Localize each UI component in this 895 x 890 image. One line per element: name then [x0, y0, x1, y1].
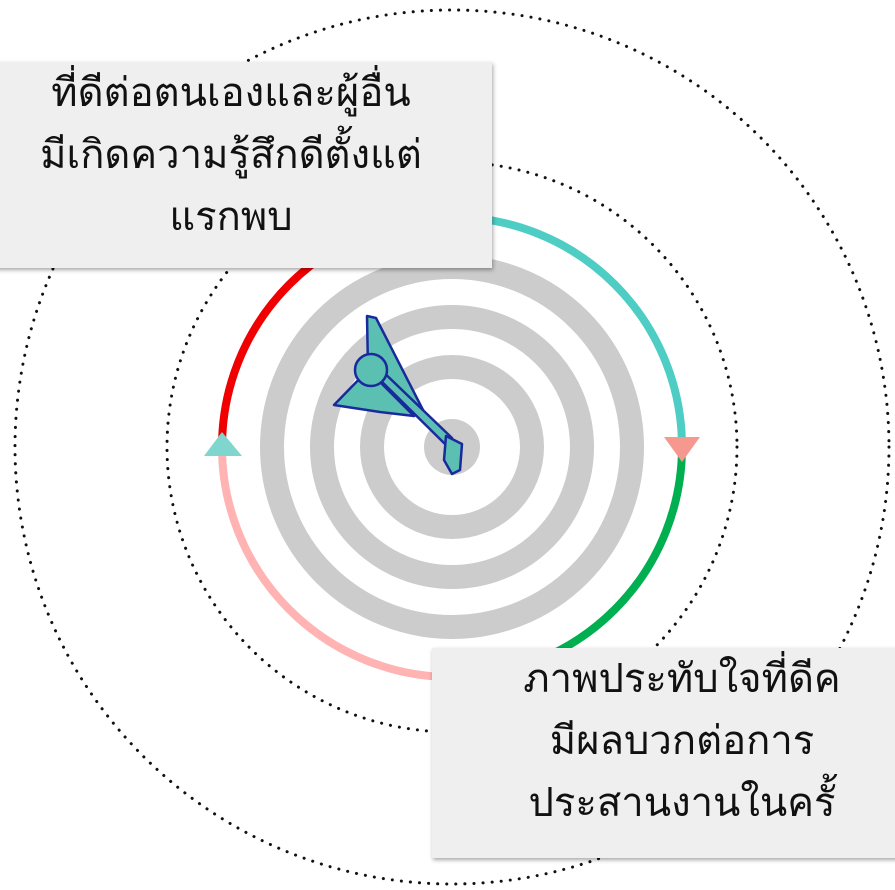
top-label-line-1: ที่ดีต่อตนเองและผู้อื่น: [51, 70, 411, 116]
bottom-label-box: ภาพประทับใจที่ดีค มีผลบวกต่อการ ประสานงา…: [432, 648, 895, 858]
bottom-label-line-2: มีผลบวกต่อการ: [549, 718, 815, 764]
bottom-label-line-1: ภาพประทับใจที่ดีค: [523, 656, 841, 702]
dart-icon: [332, 314, 464, 476]
arc-bottom-left: [218, 446, 453, 681]
bottom-label-line-3: ประสานงานในครั้: [528, 780, 836, 826]
arc-top-right: [451, 213, 686, 448]
arrowhead-icon: [204, 432, 242, 456]
top-label-line-2: มีเกิดความรู้สึกดีตั้งแต่: [40, 132, 422, 178]
top-label-box: ที่ดีต่อตนเองและผู้อื่น มีเกิดความรู้สึก…: [0, 62, 492, 268]
outer-dotted-orbit: [13, 8, 891, 886]
top-label-line-3: แรกพบ: [169, 194, 293, 240]
arrowhead-icon: [664, 437, 700, 462]
